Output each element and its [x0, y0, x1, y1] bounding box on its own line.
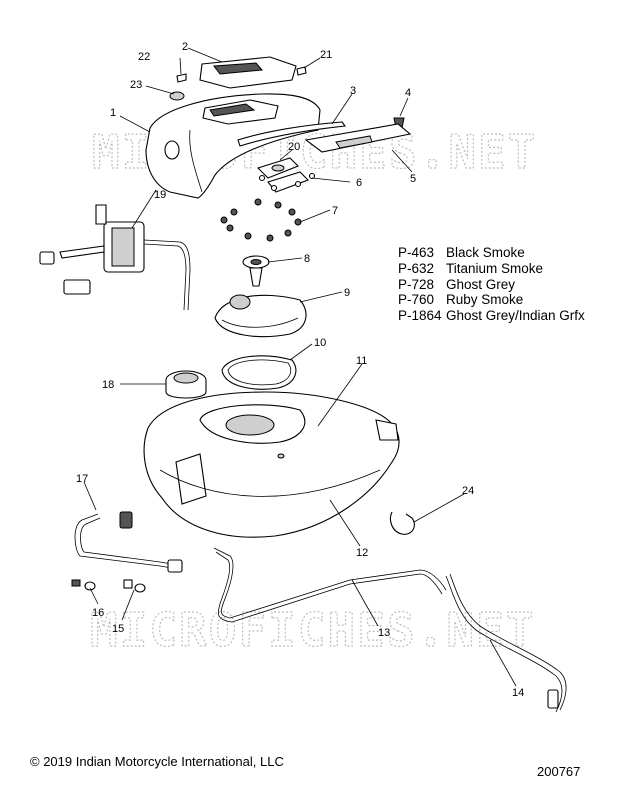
legend-code: P-1864 — [398, 308, 442, 324]
part-2-console-cover[interactable] — [199, 56, 297, 89]
legend-row: P-760 Ruby Smoke — [398, 292, 585, 308]
legend-row: P-463 Black Smoke — [398, 245, 585, 261]
part-14-vent-line[interactable] — [445, 573, 567, 713]
callout-leaders — [83, 47, 517, 687]
part-15-fitting[interactable] — [123, 579, 146, 593]
callout-19: 19 — [154, 189, 166, 201]
callout-2: 2 — [182, 41, 188, 53]
legend-row: P-1864 Ghost Grey/Indian Grfx — [398, 308, 585, 324]
part-5-plate[interactable] — [304, 123, 412, 153]
callout-23: 23 — [130, 79, 142, 91]
legend-color-name: Ghost Grey — [446, 276, 516, 292]
part-17-fuel-line[interactable] — [74, 511, 183, 573]
part-16-fitting[interactable] — [71, 579, 96, 591]
callout-1: 1 — [110, 107, 116, 119]
part-6-bracket[interactable] — [258, 171, 316, 193]
callout-9: 9 — [344, 287, 350, 299]
callout-17: 17 — [76, 473, 88, 485]
legend-code: P-632 — [398, 260, 435, 276]
legend-color-name: Titanium Smoke — [446, 260, 544, 276]
callout-7: 7 — [332, 205, 338, 217]
color-code-legend: P-463 Black Smoke P-632 Titanium Smoke P… — [398, 245, 585, 324]
callout-4: 4 — [405, 87, 411, 99]
callout-10: 10 — [314, 337, 326, 349]
callout-21: 21 — [320, 49, 332, 61]
watermark-bottom: MICROFICHES.NET — [90, 603, 535, 657]
copyright-notice: © 2019 Indian Motorcycle International, … — [30, 754, 284, 769]
callout-13: 13 — [378, 627, 390, 639]
part-22-screw[interactable] — [176, 73, 187, 83]
legend-color-name: Black Smoke — [446, 245, 525, 260]
callout-3: 3 — [350, 85, 356, 97]
callout-5: 5 — [410, 173, 416, 185]
callout-20: 20 — [288, 141, 300, 153]
part-12-fuel-tank[interactable] — [143, 391, 400, 538]
callout-11: 11 — [356, 355, 367, 367]
legend-code: P-728 — [398, 276, 435, 292]
part-13-vent-line[interactable] — [213, 547, 447, 623]
callout-12: 12 — [356, 547, 368, 559]
legend-row: P-632 Titanium Smoke — [398, 261, 585, 277]
callout-14: 14 — [512, 687, 524, 699]
callout-16: 16 — [92, 607, 104, 619]
callout-24: 24 — [462, 485, 474, 497]
part-1-console[interactable] — [145, 93, 321, 199]
part-8-fuel-gauge[interactable] — [242, 255, 270, 287]
part-21-screw[interactable] — [296, 66, 307, 76]
part-24-hose-clamp[interactable] — [389, 511, 415, 535]
part-20-bracket[interactable] — [256, 157, 299, 179]
part-9-mount-plate[interactable] — [214, 294, 307, 338]
part-10-gasket[interactable] — [221, 355, 297, 390]
callout-22: 22 — [138, 51, 150, 63]
legend-code: P-760 — [398, 292, 435, 308]
drawing-number: 200767 — [537, 764, 581, 779]
callout-8: 8 — [304, 253, 310, 265]
part-19-fuel-pump[interactable] — [39, 204, 191, 311]
legend-row: P-728 Ghost Grey — [398, 277, 585, 293]
callout-numbers: 2 21 22 23 1 3 4 5 20 6 7 8 9 10 11 18 1… — [76, 41, 524, 699]
part-18-fuel-cap[interactable] — [165, 370, 207, 416]
legend-color-name: Ghost Grey/Indian Grfx — [446, 308, 585, 324]
callout-18: 18 — [102, 379, 114, 391]
part-3-trim-strip[interactable] — [237, 121, 347, 147]
part-7-nut-ring[interactable] — [220, 198, 302, 242]
callout-6: 6 — [356, 177, 362, 189]
callout-15: 15 — [112, 623, 124, 635]
legend-color-name: Ruby Smoke — [446, 292, 524, 308]
legend-code: P-463 — [398, 245, 435, 260]
